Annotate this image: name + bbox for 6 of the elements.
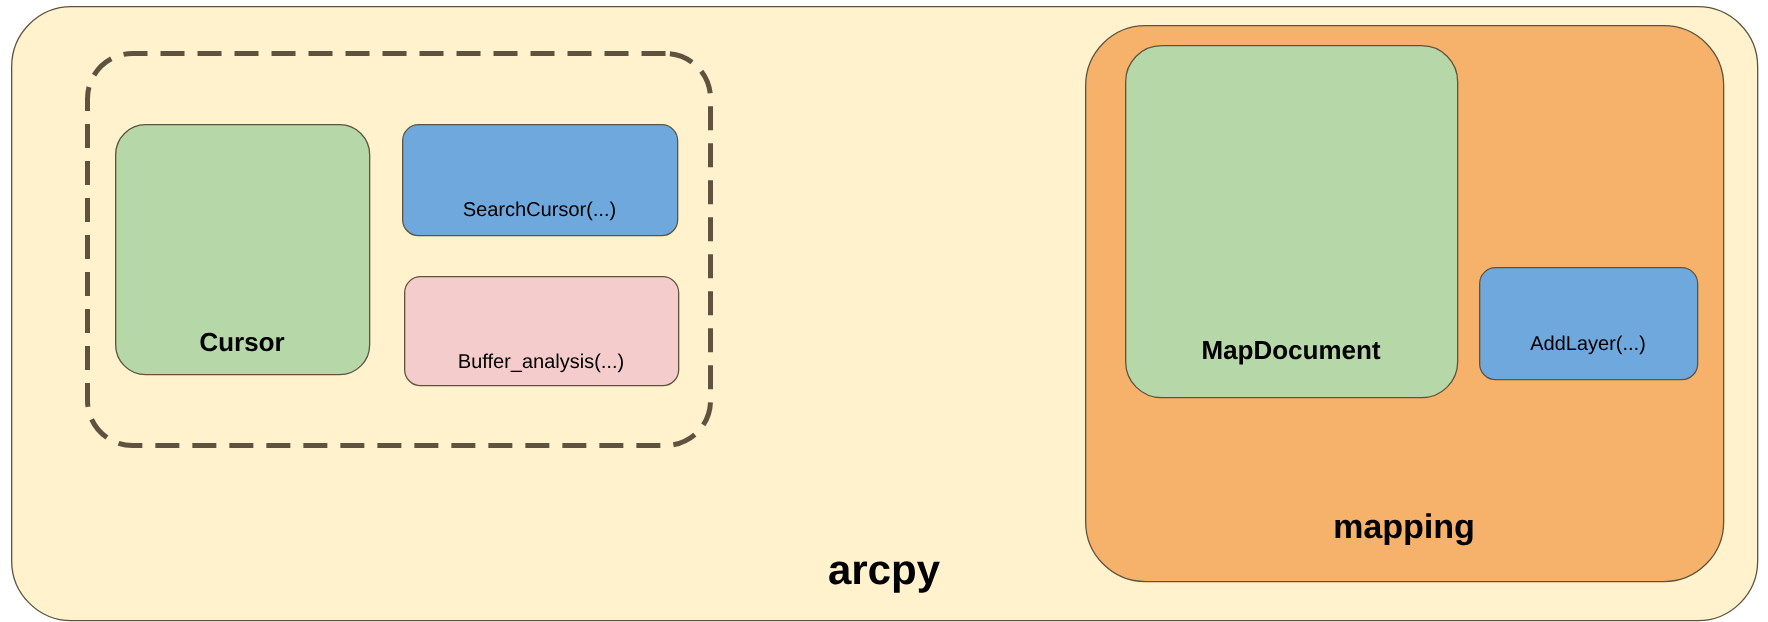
class-box: Cursor xyxy=(115,124,371,376)
function-box: AddLayer(...) xyxy=(1479,267,1699,381)
function-box: Buffer_analysis(...) xyxy=(404,276,680,387)
function-box: SearchCursor(...) xyxy=(402,124,679,237)
group-outline xyxy=(85,51,713,448)
class-box: MapDocument xyxy=(1125,45,1459,399)
